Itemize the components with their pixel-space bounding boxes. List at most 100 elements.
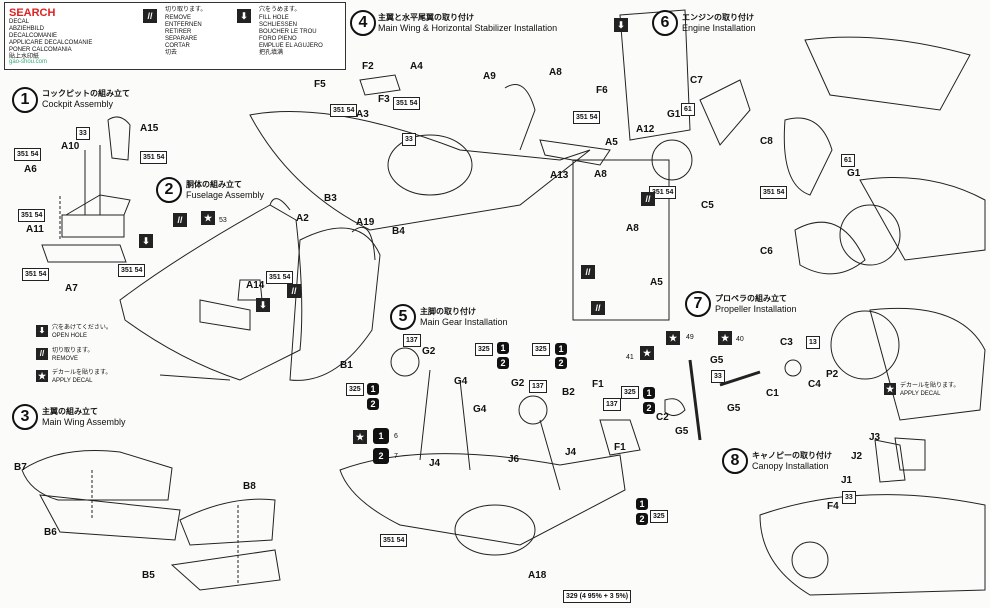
wheel-g2-left-drawing: [390, 347, 420, 377]
decal-line: 貼上水印紙: [9, 54, 40, 60]
fill-line: FILL HOLE: [259, 15, 289, 21]
decal-star-icon: ★: [666, 331, 680, 345]
part-label: B2: [562, 387, 575, 398]
step-6-number: 6: [652, 10, 678, 36]
cut-line: RETIRER: [165, 29, 192, 35]
part-label: C2: [656, 412, 669, 423]
engine-face-drawing: [830, 310, 900, 380]
part-label: A18: [528, 570, 547, 581]
part-label: G1: [667, 109, 681, 120]
part-label: J4: [565, 447, 577, 458]
paint-2-icon: 2: [373, 448, 389, 464]
canopy-j3-drawing: [894, 437, 926, 471]
paint-1-icon: 1: [555, 343, 567, 355]
part-label: B6: [44, 527, 57, 538]
paint-badge: 137: [603, 398, 621, 411]
paint-badge: 33: [76, 127, 90, 140]
fuselage-half-drawing: [289, 227, 381, 381]
part-label: J2: [851, 451, 863, 462]
remove-icon: //: [287, 284, 301, 298]
stabilizer-drawing: [539, 139, 611, 166]
paint-badge: 351 54: [380, 534, 408, 547]
wing-underside-drawing: [339, 453, 626, 546]
part-label: A19: [356, 217, 375, 228]
upper-wing-drawing: [21, 450, 173, 501]
part-label: A14: [246, 280, 265, 291]
paint-badge: 33: [711, 370, 725, 383]
step-2-title-jp: 胴体の組み立て: [186, 180, 242, 189]
decal-number: 41: [626, 354, 634, 361]
propeller-blade-drawing: [688, 359, 702, 441]
part-label: A12: [636, 124, 655, 135]
part-label: B7: [14, 462, 27, 473]
decal-line: PONER CALCOMANIA: [9, 47, 72, 53]
paint-1-icon: 1: [636, 498, 648, 510]
tail-fin-drawing: [504, 84, 536, 151]
step-7-title-en: Propeller Installation: [715, 304, 797, 314]
paint-badge: 33: [402, 133, 416, 146]
part-label: F2: [362, 61, 374, 72]
step-1-title-en: Cockpit Assembly: [42, 99, 114, 109]
decal-line: DECALCOMANIE: [9, 33, 58, 39]
step-6-title-en: Engine Installation: [682, 23, 756, 33]
paint-badge: 33: [842, 491, 856, 504]
part-label: F1: [614, 442, 626, 453]
watermark-brand: SEARCH: [9, 7, 56, 19]
wheel-g2-right-drawing: [518, 395, 548, 425]
part-label: G2: [422, 346, 436, 357]
paint-badge: 351 54: [573, 111, 601, 124]
paint-badge: 61: [841, 154, 855, 167]
decal-number: 40: [736, 336, 744, 343]
watermark-domain: gao-shou.com: [9, 59, 48, 65]
part-label: F3: [378, 94, 390, 105]
part-label: A8: [594, 169, 607, 180]
paint-1-icon: 1: [497, 342, 509, 354]
part-label: C6: [760, 246, 773, 257]
part-label: A7: [65, 283, 78, 294]
paint-mix-badge: 329 (4 95% + 3 5%): [563, 590, 632, 603]
paint-1-icon: 1: [367, 383, 379, 395]
decal-line: APPLICARE DECALCOMANIE: [9, 40, 93, 46]
remove-icon: //: [36, 348, 48, 360]
paint-badge: 351 54: [393, 97, 421, 110]
remove-en: REMOVE: [52, 356, 79, 362]
part-label: A10: [61, 141, 80, 152]
cowl-c8-drawing: [783, 117, 833, 196]
fill-line: FORO PIENO: [259, 36, 297, 42]
paint-badge: 325: [532, 343, 550, 356]
legend-box: SEARCH DECAL ABZIEHBILD DECALCOMANIE APP…: [4, 2, 346, 70]
paint-2-icon: 2: [643, 402, 655, 414]
part-label: A9: [483, 71, 496, 82]
remove-icon: //: [641, 192, 655, 206]
spinner-drawing: [784, 359, 802, 377]
part-label: F1: [592, 379, 604, 390]
paint-1-icon: 1: [373, 428, 389, 444]
part-label: J1: [841, 475, 853, 486]
fill-line: EMPLUE EL AGUJERO: [259, 43, 323, 49]
part-label: G5: [675, 426, 689, 437]
cut-line: REMOVE: [165, 15, 192, 21]
paint-badge: 325: [650, 510, 668, 523]
part-label: G4: [473, 404, 487, 415]
remove-icon: //: [143, 9, 157, 23]
part-label: B5: [142, 570, 155, 581]
remove-icon: //: [581, 265, 595, 279]
part-label: A6: [24, 164, 37, 175]
detail-box-frame: [572, 159, 670, 321]
step-5-title-en: Main Gear Installation: [420, 317, 508, 327]
paint-badge: 351 54: [330, 104, 358, 117]
part-label: C1: [766, 388, 779, 399]
decal-line: DECAL: [9, 19, 30, 25]
part-label: A13: [550, 170, 569, 181]
seat-drawing: [107, 116, 131, 161]
part-label: J3: [869, 432, 881, 443]
paint-badge: 351 54: [118, 264, 146, 277]
remove-icon: //: [591, 301, 605, 315]
fill-line: BOUCHER LE TROU: [259, 29, 317, 35]
cut-line: 切去: [165, 50, 178, 56]
cowl-c7-drawing: [699, 79, 751, 146]
step-8-number: 8: [722, 448, 748, 474]
open-hole-icon: ⬇: [139, 234, 153, 248]
part-label: A5: [605, 137, 618, 148]
fill-hole-icon: ⬇: [237, 9, 251, 23]
